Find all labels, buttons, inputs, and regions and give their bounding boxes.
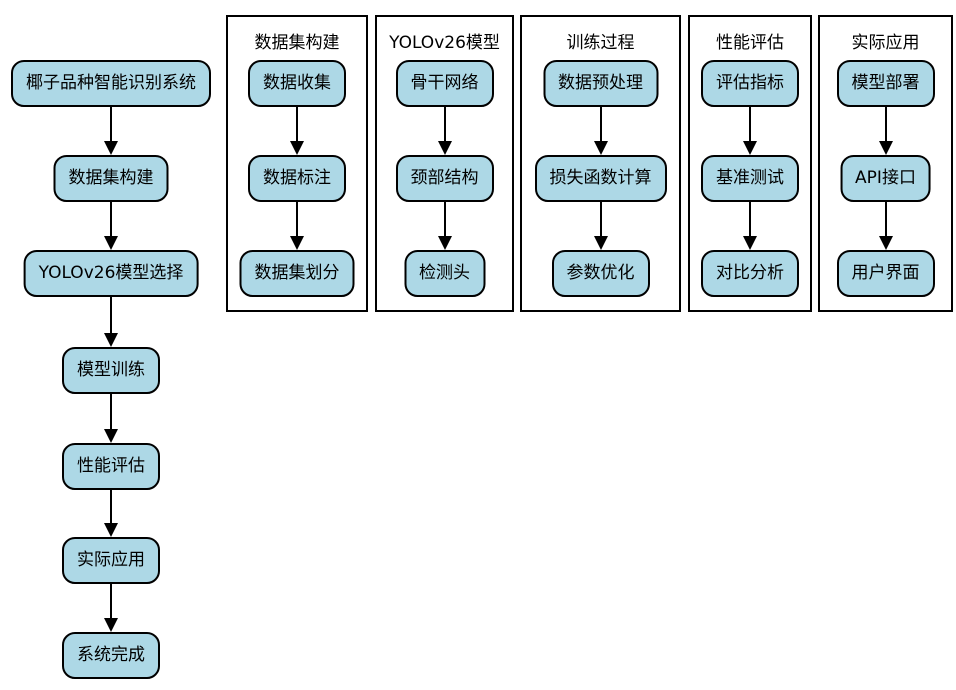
arrow-down-icon — [599, 202, 602, 236]
node-detection-head: 检测头 — [404, 250, 485, 297]
group-title: YOLOv26模型 — [389, 33, 500, 53]
arrow-down-icon — [110, 394, 112, 429]
group-dataset-construction: 数据集构建 数据收集 数据标注 数据集划分 — [226, 15, 368, 312]
group-title: 实际应用 — [851, 33, 920, 53]
main-flow-column: 椰子品种智能识别系统 数据集构建 YOLOv26模型选择 模型训练 性能评估 实… — [0, 0, 222, 690]
node-api-interface: API接口 — [840, 155, 931, 202]
node-dataset-construction: 数据集构建 — [53, 155, 169, 202]
group-yolov26-model: YOLOv26模型 骨干网络 颈部结构 检测头 — [375, 15, 514, 312]
node-system-complete: 系统完成 — [62, 632, 160, 679]
node-performance-evaluation: 性能评估 — [62, 443, 160, 490]
arrow-down-icon — [110, 202, 112, 236]
arrow-down-icon — [110, 107, 112, 141]
group-title: 训练过程 — [566, 33, 635, 53]
group-training-process: 训练过程 数据预处理 损失函数计算 参数优化 — [520, 15, 681, 312]
node-coconut-recognition-system: 椰子品种智能识别系统 — [11, 60, 211, 107]
node-user-interface: 用户界面 — [836, 250, 935, 297]
arrow-down-icon — [884, 107, 887, 141]
node-data-collection: 数据收集 — [248, 60, 346, 107]
node-neck-structure: 颈部结构 — [395, 155, 494, 202]
arrow-down-icon — [884, 202, 887, 236]
node-model-training: 模型训练 — [62, 347, 160, 394]
node-data-annotation: 数据标注 — [248, 155, 346, 202]
node-model-deployment: 模型部署 — [836, 60, 935, 107]
node-comparative-analysis: 对比分析 — [701, 250, 799, 297]
arrow-down-icon — [110, 297, 112, 333]
node-yolov26-model-selection: YOLOv26模型选择 — [23, 250, 199, 297]
group-title: 数据集构建 — [254, 33, 340, 53]
arrow-down-icon — [296, 202, 298, 236]
arrow-down-icon — [296, 107, 298, 141]
group-title: 性能评估 — [716, 33, 784, 53]
arrow-down-icon — [749, 202, 751, 236]
node-backbone-network: 骨干网络 — [395, 60, 494, 107]
arrow-down-icon — [443, 107, 446, 141]
arrow-down-icon — [110, 490, 112, 523]
group-practical-application: 实际应用 模型部署 API接口 用户界面 — [818, 15, 953, 312]
arrow-down-icon — [110, 584, 112, 618]
node-practical-application: 实际应用 — [62, 537, 160, 584]
node-benchmark-testing: 基准测试 — [701, 155, 799, 202]
arrow-down-icon — [443, 202, 446, 236]
node-dataset-split: 数据集划分 — [239, 250, 355, 297]
node-data-preprocessing: 数据预处理 — [543, 60, 658, 107]
arrow-down-icon — [749, 107, 751, 141]
arrow-down-icon — [599, 107, 602, 141]
node-loss-function-calculation: 损失函数计算 — [534, 155, 667, 202]
node-parameter-optimization: 参数优化 — [551, 250, 650, 297]
node-evaluation-metrics: 评估指标 — [701, 60, 799, 107]
group-performance-evaluation: 性能评估 评估指标 基准测试 对比分析 — [688, 15, 812, 312]
